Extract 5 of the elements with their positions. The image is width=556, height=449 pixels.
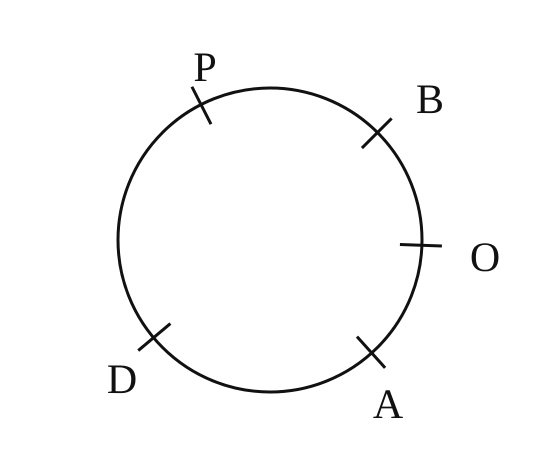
point-label: O	[470, 237, 500, 279]
point-label: A	[372, 384, 404, 426]
point-label: P	[193, 47, 217, 89]
point-label: B	[416, 79, 444, 121]
point-label: D	[106, 359, 138, 401]
